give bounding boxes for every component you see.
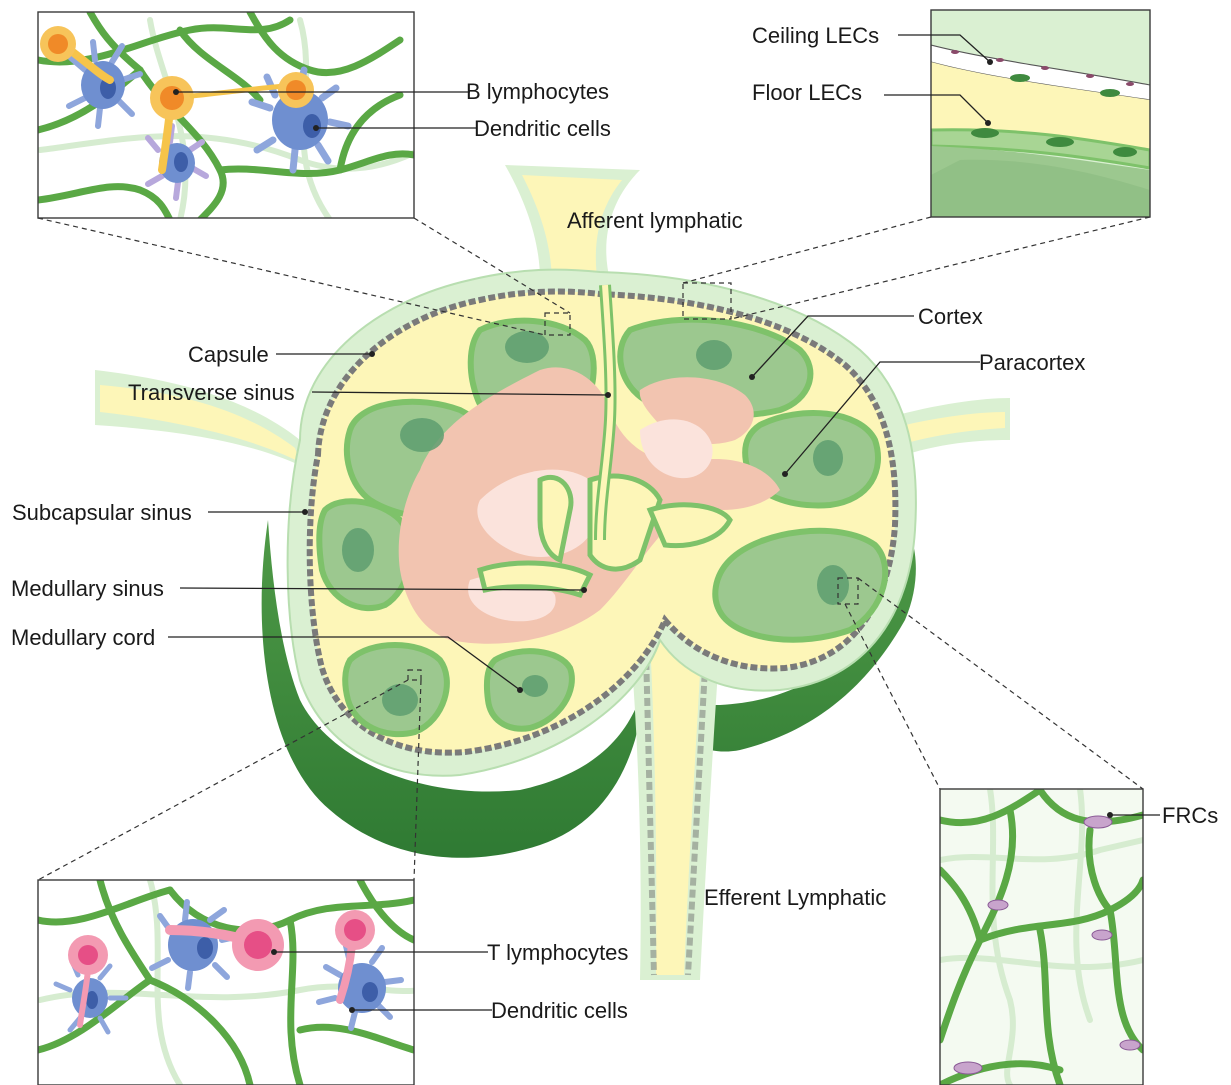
label-subcapsular-sinus: Subcapsular sinus [12, 500, 192, 525]
frc-cell-5 [1120, 1040, 1140, 1050]
inset-frcs [940, 789, 1143, 1085]
label-dendritic-cells-top: Dendritic cells [474, 116, 611, 141]
label-transverse-sinus: Transverse sinus [128, 380, 295, 405]
inset-lecs [931, 10, 1150, 217]
label-afferent-lymphatic: Afferent lymphatic [567, 208, 743, 233]
follicle-8 [522, 675, 548, 697]
label-t-lymphocytes: T lymphocytes [487, 940, 628, 965]
label-b-lymphocytes: B lymphocytes [466, 79, 609, 104]
follicle-5 [342, 528, 374, 572]
inset-b-lymphocytes [38, 12, 420, 220]
follicle-3 [696, 340, 732, 370]
label-paracortex: Paracortex [979, 350, 1085, 375]
label-capsule: Capsule [188, 342, 269, 367]
label-efferent-lymphatic: Efferent Lymphatic [704, 885, 886, 910]
inset-t-lymphocytes [38, 880, 420, 1085]
frc-cell-1 [1084, 816, 1112, 828]
label-frcs: FRCs [1162, 803, 1218, 828]
label-medullary-cord: Medullary cord [11, 625, 155, 650]
follicle-1 [505, 331, 549, 363]
label-cortex: Cortex [918, 304, 983, 329]
label-floor-lecs: Floor LECs [752, 80, 862, 105]
follicle-7 [382, 684, 418, 716]
frc-cell-3 [1092, 930, 1112, 940]
lymph-node [95, 165, 1010, 980]
frc-cell-2 [988, 900, 1008, 910]
connector-tl-1 [38, 218, 545, 335]
follicle-6 [817, 565, 849, 605]
label-dendritic-cells-bottom: Dendritic cells [491, 998, 628, 1023]
frc-cell-4 [954, 1062, 982, 1074]
label-ceiling-lecs: Ceiling LECs [752, 23, 879, 48]
follicle-2 [400, 418, 444, 452]
follicle-4 [813, 440, 843, 476]
label-medullary-sinus: Medullary sinus [11, 576, 164, 601]
